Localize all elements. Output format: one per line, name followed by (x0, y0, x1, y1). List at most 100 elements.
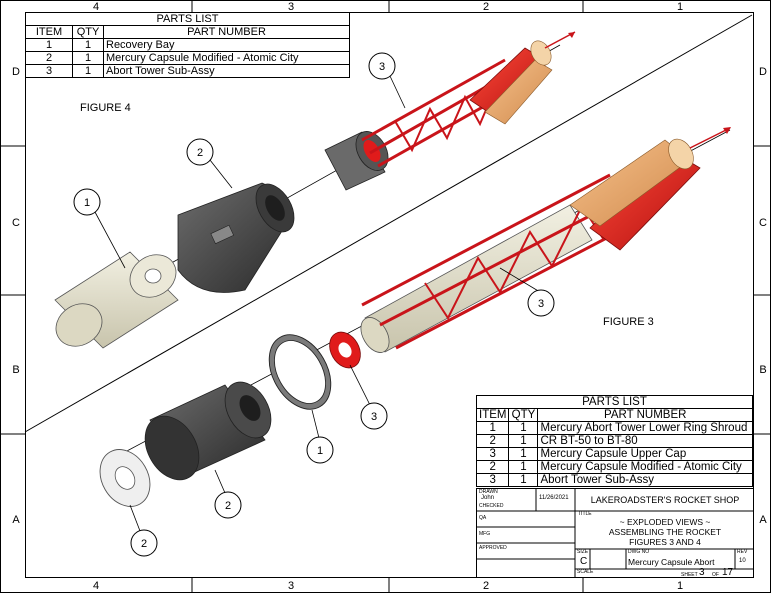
parts-list-title: PARTS LIST (476, 395, 753, 409)
zone-col-bottom-3: 3 (288, 580, 294, 592)
lower-ring-shroud (144, 381, 272, 481)
cell-qty: 1 (508, 421, 539, 435)
escape-motor-fig3 (569, 127, 731, 251)
balloon-fig4-3: 3 (368, 52, 406, 109)
table-row: 2 1 Mercury Capsule Modified - Atomic Ci… (25, 51, 350, 65)
scale-label: SCALE (577, 569, 594, 575)
qa-label: QA (479, 515, 487, 521)
centering-ring-plate (99, 449, 151, 507)
balloon-fig4-1-text: 1 (84, 197, 90, 209)
parts-list-figure3: PARTS LIST ITEM QTY PART NUMBER 1 1 Merc… (475, 395, 753, 487)
drawing-title-line1: ~ EXPLODED VIEWS ~ (619, 517, 711, 527)
zone-col-bottom-4: 4 (93, 580, 99, 592)
cell-part-number: Mercury Abort Tower Lower Ring Shroud (537, 421, 753, 435)
cell-qty: 1 (72, 38, 104, 52)
zone-row-left-c: C (12, 217, 20, 229)
col-header-part-number: PART NUMBER (103, 25, 350, 39)
drawing-title-line2: ASSEMBLING THE ROCKET (608, 527, 722, 537)
dwg-no-label: DWG NO (628, 549, 650, 555)
drawn-date: 11/26/2021 (539, 495, 569, 501)
cell-part-number: Mercury Capsule Upper Cap (537, 447, 753, 461)
size-value: C (580, 556, 588, 567)
zone-row-right-b: B (759, 364, 766, 376)
balloon-fig3-3-tower-text: 3 (538, 298, 544, 310)
rev-value: 10 (739, 558, 746, 564)
balloon-fig3-3-cap-text: 3 (371, 411, 377, 423)
cell-item: 3 (475, 473, 510, 487)
drawn-label: DRAWN (479, 489, 498, 495)
sheet-border-inner (25, 12, 754, 578)
checked-label: CHECKED (479, 503, 504, 509)
approved-label: APPROVED (479, 545, 507, 551)
balloon-fig4-3-text: 3 (379, 61, 385, 73)
cell-qty: 1 (508, 447, 539, 461)
table-row: 2 1 Mercury Capsule Modified - Atomic Ci… (475, 460, 753, 474)
rev-label: REV (737, 549, 748, 555)
col-header-qty: QTY (72, 25, 104, 39)
zone-col-bottom-2: 2 (483, 580, 489, 592)
of-label: OF (712, 572, 719, 578)
dwg-no-value: Mercury Capsule Abort (628, 557, 715, 567)
parts-list-figure4: PARTS LIST ITEM QTY PART NUMBER 1 1 Reco… (25, 12, 350, 78)
abort-tower-shroud-fig4 (324, 131, 389, 191)
balloon-fig4-1: 1 (73, 188, 126, 269)
sheet-label: SHEET (681, 572, 698, 578)
zone-row-left-d: D (12, 66, 20, 78)
figure-divider-line (24, 14, 753, 433)
cell-item: 1 (25, 38, 73, 52)
cell-qty: 1 (508, 460, 539, 474)
balloon-fig3-1-ring: 1 (306, 409, 334, 464)
zone-col-top-3: 3 (288, 1, 294, 13)
zone-col-top-1: 1 (677, 1, 683, 13)
col-header-qty: QTY (508, 408, 539, 422)
cell-qty: 1 (508, 434, 539, 448)
sheet-number: 3 (699, 567, 705, 578)
cell-qty: 1 (72, 51, 104, 65)
zone-row-right-a: A (759, 514, 767, 526)
figure4-label: FIGURE 4 (80, 102, 131, 114)
table-row: 2 1 CR BT-50 to BT-80 (475, 434, 753, 448)
table-row: 1 1 Recovery Bay (25, 38, 350, 52)
balloon-fig4-2-text: 2 (197, 147, 203, 159)
mercury-capsule-fig4 (177, 182, 295, 293)
cr-ring (268, 334, 332, 410)
cell-part-number: Mercury Capsule Modified - Atomic City (537, 460, 753, 474)
balloon-fig3-3-cap: 3 (349, 364, 388, 430)
zone-col-bottom-1: 1 (677, 580, 683, 592)
cell-item: 2 (25, 51, 73, 65)
zone-row-right-c: C (759, 217, 767, 229)
cell-item: 2 (475, 460, 510, 474)
upper-cap-red (329, 331, 361, 369)
cell-part-number: Mercury Capsule Modified - Atomic City (103, 51, 350, 65)
cell-qty: 1 (72, 64, 104, 78)
cell-item: 1 (475, 421, 510, 435)
zone-col-top-2: 2 (483, 1, 489, 13)
table-row: 3 1 Abort Tower Sub-Assy (25, 64, 350, 78)
balloon-fig3-1-ring-text: 1 (317, 445, 323, 457)
col-header-item: ITEM (475, 408, 510, 422)
drawn-by: John (481, 495, 495, 501)
zone-row-right-d: D (759, 66, 767, 78)
balloon-fig3-2-cr: 2 (129, 504, 158, 557)
zone-row-left-b: B (12, 364, 19, 376)
cell-part-number: Abort Tower Sub-Assy (103, 64, 350, 78)
balloon-fig4-2: 2 (186, 138, 233, 189)
drawing-title-line3: FIGURES 3 AND 4 (629, 537, 701, 547)
mfg-label: MFG (479, 531, 491, 537)
balloon-fig3-2-shroud-text: 2 (225, 500, 231, 512)
balloon-fig3-2-cr-text: 2 (141, 538, 147, 550)
parts-list-title: PARTS LIST (25, 12, 350, 26)
balloon-fig3-3-tower: 3 (499, 267, 555, 317)
cell-item: 3 (475, 447, 510, 461)
cell-item: 2 (475, 434, 510, 448)
title-label: TITLE (578, 511, 592, 517)
figure3-label: FIGURE 3 (603, 316, 654, 328)
cell-part-number: Abort Tower Sub-Assy (537, 473, 753, 487)
abort-tower-truss-fig3 (361, 173, 646, 350)
table-row: 1 1 Mercury Abort Tower Lower Ring Shrou… (475, 421, 753, 435)
table-row: 3 1 Abort Tower Sub-Assy (475, 473, 753, 487)
col-header-part-number: PART NUMBER (537, 408, 753, 422)
cell-part-number: CR BT-50 to BT-80 (537, 434, 753, 448)
